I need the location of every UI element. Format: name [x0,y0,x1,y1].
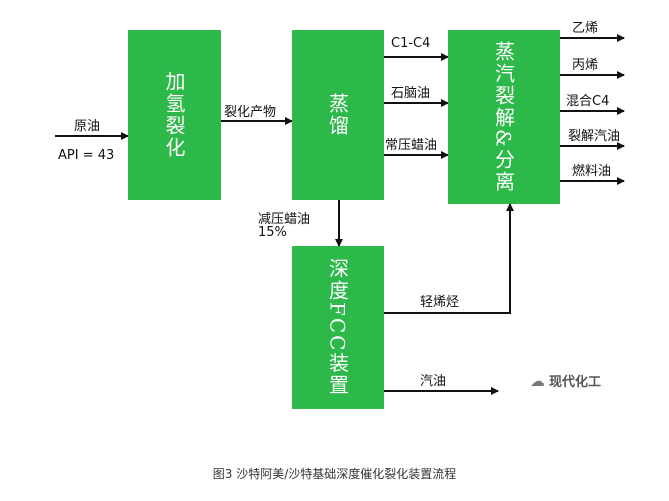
label-light-olefins: 轻烯烃 [420,295,460,310]
distillation-box: 蒸馏 [292,30,384,200]
hydrocracking-label: 加氢裂化 [162,71,186,159]
hydrocracking-box: 加氢裂化 [128,30,221,200]
output-propylene: 丙烯 [572,58,599,73]
output-ethylene: 乙烯 [572,21,599,36]
distillation-label: 蒸馏 [325,93,350,137]
label-cracked-products: 裂化产物 [224,105,277,120]
fcc-box: 深度FCC装置 [292,246,384,409]
watermark: ☁ 现代化工 [530,371,602,391]
wechat-icon: ☁ [530,371,545,390]
figure-caption: 图3 沙特阿美/沙特基础深度催化裂化装置流程 [212,467,457,481]
label-vac-gasoil: 减压蜡油 [258,212,311,227]
arrow-light-olefins [384,203,514,314]
label-crude: 原油 [74,119,101,134]
output-mixed-c4: 混合C4 [566,94,610,109]
label-gasoline: 汽油 [420,374,447,389]
steam-cracking-box: 蒸汽裂解&分离 [448,30,560,204]
steam-cracking-label: 蒸汽裂解&分离 [491,41,516,193]
fcc-label: 深度FCC装置 [325,258,350,397]
label-c1c4: C1-C4 [391,36,431,51]
watermark-text: 现代化工 [549,375,602,390]
output-pygas: 裂解汽油 [568,129,621,144]
label-vac-pct: 15% [258,225,287,240]
output-fuel-oil: 燃料油 [572,164,612,179]
label-naphtha: 石脑油 [391,86,431,101]
label-atm-gasoil: 常压蜡油 [385,138,438,153]
label-api: API = 43 [58,148,115,163]
